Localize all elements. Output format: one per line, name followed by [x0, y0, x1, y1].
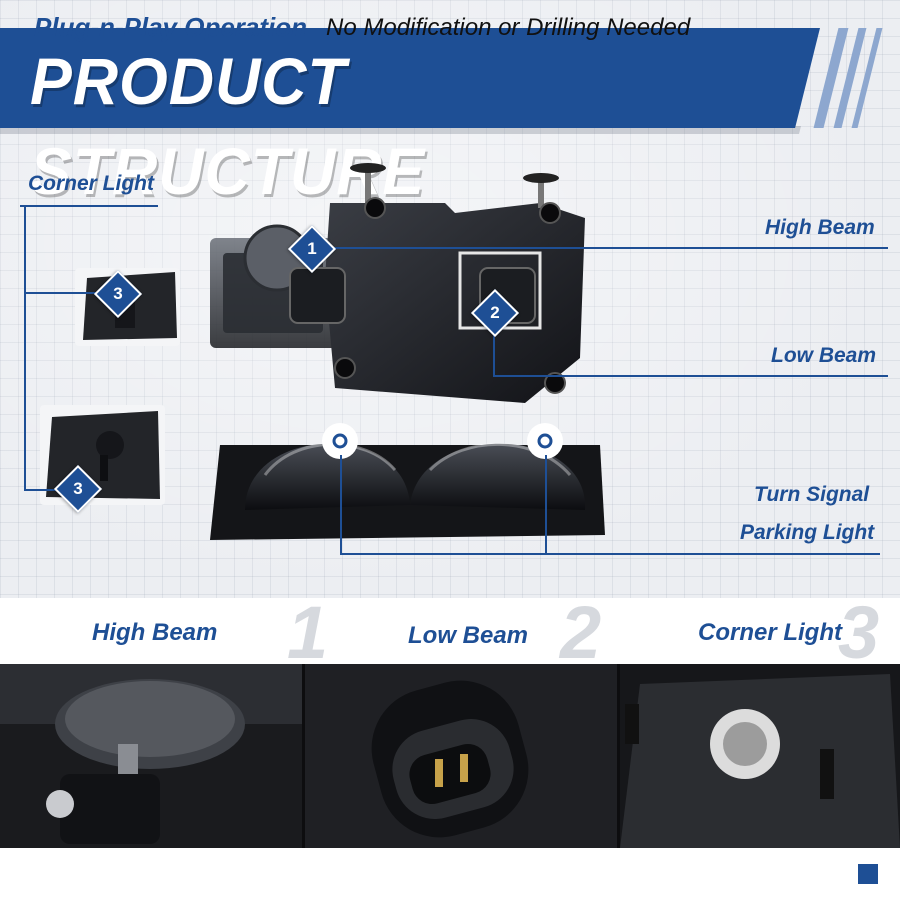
callout-line-corner-light-top [24, 292, 104, 294]
mount-peg [538, 178, 544, 208]
screw-hole [334, 357, 356, 379]
mount-cap [523, 173, 559, 183]
signal-marker-dot [537, 433, 553, 449]
signal-marker-dot [332, 433, 348, 449]
detail-photo-corner-light [620, 664, 900, 848]
detail-photo-strip [0, 664, 900, 848]
label-parking-light: Parking Light [740, 521, 875, 544]
caption-strip [0, 598, 900, 664]
callout-line-high-beam [320, 247, 888, 249]
screw-hole [539, 202, 561, 224]
mount-peg [365, 168, 371, 203]
signal-marker [527, 423, 563, 459]
callout-line-low-beam [493, 375, 888, 377]
label-turn-signal: Turn Signal [754, 483, 870, 506]
lens-dome-right [410, 443, 586, 510]
label-corner-light: Corner Light [28, 172, 154, 195]
callout-line-signal-right [545, 455, 547, 555]
callout-line-corner-light-bottom [24, 489, 64, 491]
label-high-beam: High Beam [765, 216, 875, 239]
mount-cap [350, 163, 386, 173]
detail-photo-high-beam [0, 664, 302, 848]
callout-line-low-beam-vertical [493, 318, 495, 376]
caption-number: 2 [560, 591, 602, 674]
footer-bar [0, 848, 900, 900]
page-title: PRODUCT STRUCTURE [30, 44, 426, 208]
headlight-housing-illustration [210, 163, 585, 403]
footer-subtext: No Modification or Drilling Needed [326, 14, 691, 41]
footer-headline: Plug-n-Play Operation [34, 12, 308, 42]
turn-signal-lens-illustration [210, 423, 605, 540]
caption-corner-light: Corner Light [698, 619, 842, 646]
footer-accent-square [858, 864, 878, 884]
signal-marker [322, 423, 358, 459]
lens-dome-left [245, 443, 410, 510]
callout-line-signal [340, 553, 880, 555]
callout-line-signal-left [340, 455, 342, 555]
caption-high-beam: High Beam [92, 619, 218, 646]
caption-number: 3 [838, 591, 880, 674]
detail-photo-low-beam [305, 664, 617, 848]
lens-highlight [428, 442, 572, 476]
callout-line-corner-light-vertical [24, 205, 26, 490]
callout-line-high-beam-short [760, 247, 888, 249]
label-low-beam: Low Beam [771, 344, 877, 367]
callout-line-corner-light [20, 205, 158, 207]
caption-number: 1 [287, 591, 329, 674]
back-plate [325, 203, 585, 403]
screw-hole [364, 197, 386, 219]
bulb-socket [289, 267, 346, 324]
screw-hole [544, 372, 566, 394]
caption-low-beam: Low Beam [408, 622, 529, 649]
